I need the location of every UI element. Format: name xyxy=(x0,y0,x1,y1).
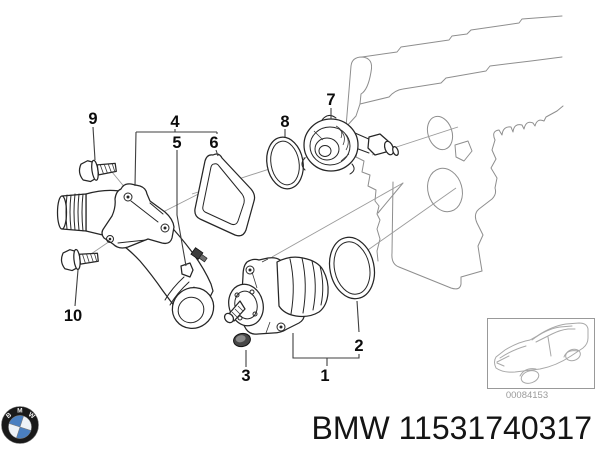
leader-2 xyxy=(356,300,360,333)
callout-label-6: 6 xyxy=(209,134,218,152)
bracket-4 xyxy=(134,129,218,187)
vehicle-thumbnail: 00084153 xyxy=(487,318,595,401)
housing-stud xyxy=(190,247,208,263)
callout-label-1: 1 xyxy=(320,367,329,385)
leader-6 xyxy=(215,149,219,157)
pump-pulley-flange xyxy=(223,283,264,327)
oring-2-drawing xyxy=(328,236,376,300)
callout-labels: 1 2 3 4 5 6 7 8 9 10 xyxy=(64,91,364,385)
bmw-logo-letter-b: B xyxy=(5,411,13,420)
callout-label-9: 9 xyxy=(88,110,97,128)
housing-threaded-outlet xyxy=(164,276,215,330)
part-number-text: BMW 11531740317 xyxy=(312,410,592,446)
block-lower-port xyxy=(427,167,463,213)
plug-3-drawing xyxy=(233,332,251,348)
bmw-logo-letter-m: M xyxy=(17,407,23,414)
bolt-10-drawing xyxy=(60,248,99,272)
vehicle-sketch xyxy=(494,322,589,384)
callout-label-5: 5 xyxy=(172,134,181,152)
bmw-logo-letter-w: W xyxy=(27,411,37,421)
callout-leaders xyxy=(74,108,360,367)
bmw-logo: B M W xyxy=(1,406,39,444)
callout-label-3: 3 xyxy=(241,367,250,385)
thermostat-7-drawing xyxy=(301,114,399,175)
bmw-logo-quadrants xyxy=(8,415,32,439)
housing-clamp-detail xyxy=(180,262,194,278)
oring-8-drawing xyxy=(266,136,304,190)
thermostat-housing-drawing xyxy=(56,183,215,330)
callout-label-4: 4 xyxy=(170,113,180,131)
callout-label-10: 10 xyxy=(64,307,82,325)
leader-5 xyxy=(176,150,187,267)
housing-hose-fitting xyxy=(56,193,87,232)
housing-flange xyxy=(101,183,175,249)
pump-barrel xyxy=(276,256,329,318)
bolt-9-drawing xyxy=(78,159,117,183)
water-pump-1-drawing xyxy=(223,256,329,335)
gasket-6-drawing xyxy=(194,153,256,237)
leader-9 xyxy=(92,126,96,161)
vehicle-thumbnail-border xyxy=(487,318,595,389)
callout-label-2: 2 xyxy=(354,337,363,355)
callout-label-8: 8 xyxy=(280,113,289,131)
bracket-1 xyxy=(292,333,360,366)
diagram-code: 00084153 xyxy=(506,390,548,401)
leader-10 xyxy=(74,269,79,307)
callout-label-7: 7 xyxy=(326,91,335,109)
